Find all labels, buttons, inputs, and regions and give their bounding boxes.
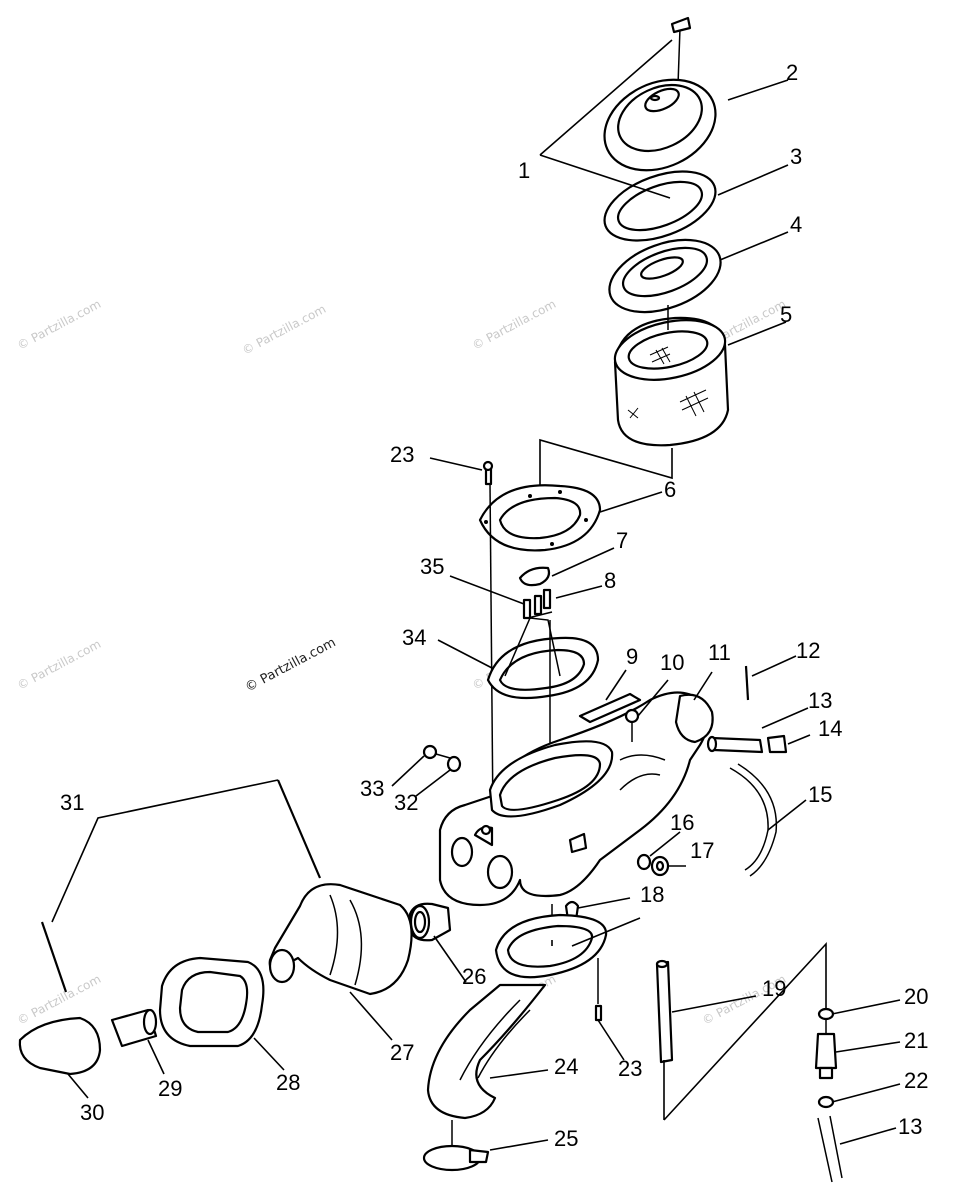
callout-4: 4 <box>790 212 802 237</box>
callout-1: 1 <box>518 158 530 183</box>
callout-23-bottom: 23 <box>618 1056 642 1081</box>
callout-22: 22 <box>904 1068 928 1093</box>
watermark: © Partzilla.com <box>15 637 103 693</box>
callout-15: 15 <box>808 782 832 807</box>
callout-32: 32 <box>394 790 418 815</box>
callout-30: 30 <box>80 1100 104 1125</box>
callout-3: 3 <box>790 144 802 169</box>
part-10-valve <box>624 708 640 742</box>
part-25-clamp <box>422 1120 490 1172</box>
callout-8: 8 <box>604 568 616 593</box>
part-26-coupler <box>408 902 452 942</box>
watermark: © Partzilla.com <box>15 972 103 1028</box>
callout-11: 11 <box>708 640 731 665</box>
callout-33: 33 <box>360 776 384 801</box>
callout-29: 29 <box>158 1076 182 1101</box>
callout-18: 18 <box>640 882 664 907</box>
watermark-main: © Partzilla.com <box>243 635 339 695</box>
callout-24: 24 <box>554 1054 578 1079</box>
part-4-plate <box>608 238 722 314</box>
part-3-gasket <box>603 170 717 242</box>
callout-20: 20 <box>904 984 928 1009</box>
part-9-shield <box>578 692 642 724</box>
part-24-intake-duct <box>426 913 608 1120</box>
watermark: © Partzilla.com <box>470 297 558 353</box>
part-6-flange <box>478 484 602 552</box>
part-31-rods <box>40 779 322 993</box>
part-27-funnel <box>268 883 413 996</box>
part-12-13-14-fitting <box>706 665 788 754</box>
part-23-screw-lower <box>594 958 603 1022</box>
callout-5: 5 <box>780 302 792 327</box>
part-23-screw-top <box>482 460 494 821</box>
leader-lines <box>51 39 901 1151</box>
callout-35: 35 <box>420 554 444 579</box>
callout-23-top: 23 <box>390 442 414 467</box>
callout-6: 6 <box>664 477 676 502</box>
callout-13-bottom: 13 <box>898 1114 922 1139</box>
callout-19: 19 <box>762 976 786 1001</box>
callout-13-top: 13 <box>808 688 832 713</box>
callout-21: 21 <box>904 1028 928 1053</box>
callout-14: 14 <box>818 716 842 741</box>
callout-26: 26 <box>462 964 486 989</box>
watermark: © Partzilla.com <box>15 297 103 353</box>
part-2-cover <box>603 78 717 172</box>
callout-labels: 1 2 3 4 5 23 6 7 8 35 34 9 10 11 12 13 1… <box>60 60 928 1151</box>
callout-34: 34 <box>402 625 426 650</box>
callout-9: 9 <box>626 644 638 669</box>
callout-28: 28 <box>276 1070 300 1095</box>
part-34-bracket <box>486 611 600 830</box>
part-20-21-22-filter <box>814 1007 838 1109</box>
callout-16: 16 <box>670 810 694 835</box>
watermark: © Partzilla.com <box>240 302 328 358</box>
part-5-filter <box>613 305 730 447</box>
callout-7: 7 <box>616 528 628 553</box>
part-19-line <box>655 959 674 1064</box>
callout-27: 27 <box>390 1040 414 1065</box>
part-7-8-retainer <box>518 566 552 620</box>
part-29-sleeve <box>110 1008 158 1048</box>
part-30-cap <box>18 1016 102 1076</box>
callout-31: 31 <box>60 790 84 815</box>
part-28-boot <box>158 956 265 1048</box>
part-13-hose-lower <box>817 1115 843 1183</box>
callout-17: 17 <box>690 838 714 863</box>
callout-12: 12 <box>796 638 820 663</box>
callout-10: 10 <box>660 650 684 675</box>
part-15-hose <box>729 763 778 877</box>
callout-25: 25 <box>554 1126 578 1151</box>
part-32-33-bolt <box>422 744 462 773</box>
part-16-17-nuts <box>636 853 670 877</box>
part-11-airbox <box>438 691 714 907</box>
callout-2: 2 <box>786 60 798 85</box>
